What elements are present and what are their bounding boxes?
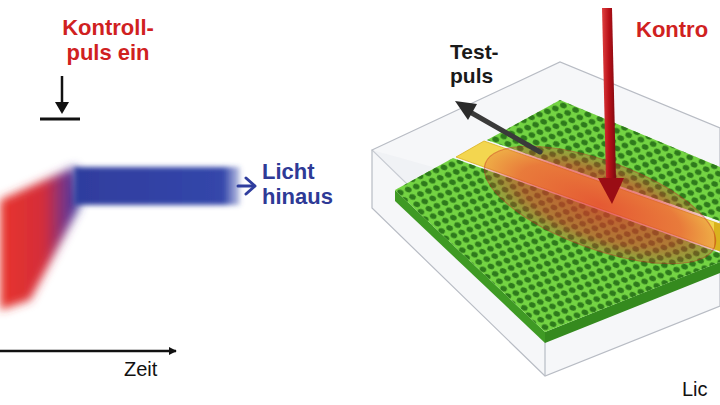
control-pulse-arrow [598,8,624,204]
light-label: Lic [682,378,720,400]
out-arrow [238,178,255,194]
control-pulse-label: Kontro [636,18,720,43]
time-axis [0,350,176,353]
test-pulse-arrow [455,101,540,152]
pulse-graph [0,76,255,351]
control-spot-rim [470,122,720,288]
test-pulse-label: Test- puls [450,40,516,87]
light-out-label: Licht hinaus [262,160,348,209]
axis-label: Zeit [124,358,194,380]
control-spot [470,122,720,288]
device [372,8,720,376]
control-pulse-label: Kontroll- puls ein [50,16,166,65]
control-marker [40,76,80,119]
red-pulse [0,166,80,310]
blue-band [74,167,240,205]
